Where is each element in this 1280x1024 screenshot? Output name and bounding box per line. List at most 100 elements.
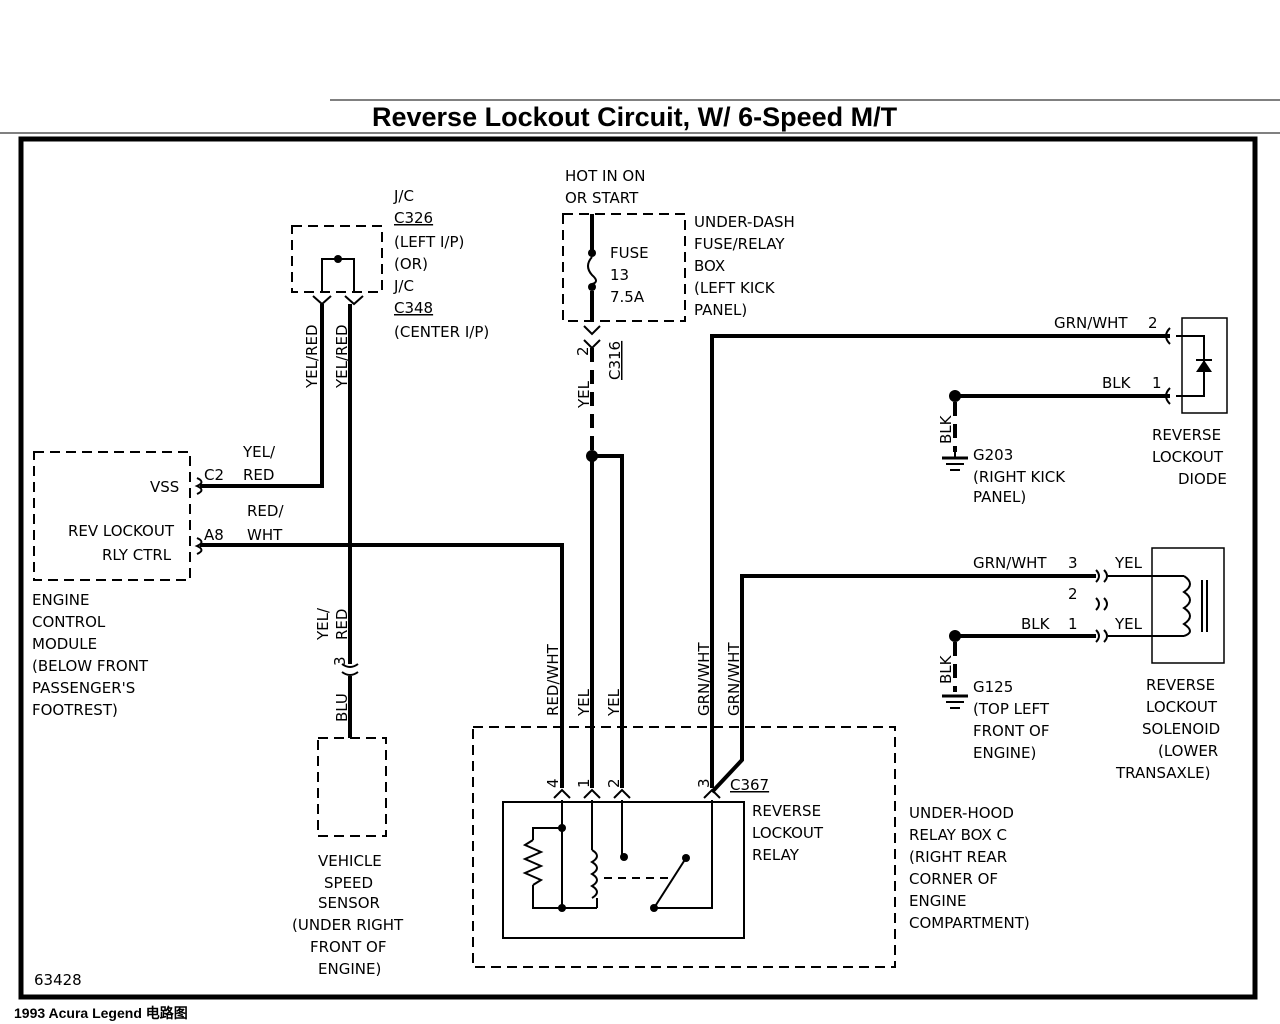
jc-pin-right bbox=[344, 295, 364, 306]
wire-yel-to-pin2 bbox=[592, 454, 624, 788]
underdash-name-1: UNDER-DASH bbox=[694, 213, 795, 231]
jc-label-4: J/C bbox=[393, 277, 414, 295]
jc-conn-c348: C348 bbox=[394, 299, 433, 317]
solenoid-pin-3: 3 bbox=[1068, 554, 1078, 572]
vss-connector-pin: 3 bbox=[331, 656, 349, 666]
diode-symbol-icon bbox=[1196, 360, 1212, 372]
diode-box bbox=[1181, 317, 1228, 414]
underhood-name-4: CORNER OF bbox=[909, 870, 998, 888]
wire-label-yel-slash-2: YEL/ bbox=[314, 607, 332, 641]
solenoid-pin-1: 1 bbox=[1068, 615, 1078, 633]
wire-label-grn-wht-2: GRN/WHT bbox=[725, 642, 743, 716]
wire-label-red-2: RED bbox=[333, 609, 351, 640]
relay-name-3: RELAY bbox=[752, 846, 800, 864]
relay-contact-no bbox=[620, 853, 628, 861]
wire-label-yel-red-1: YEL/RED bbox=[303, 324, 321, 389]
relay-pin-2: 2 bbox=[605, 778, 623, 788]
wire-label-red-slash: RED/ bbox=[247, 502, 284, 520]
g203-name-1: G203 bbox=[973, 446, 1013, 464]
ecm-box bbox=[33, 451, 191, 581]
underhood-name-5: ENGINE bbox=[909, 892, 966, 910]
underhood-name-6: COMPARTMENT) bbox=[909, 914, 1030, 932]
fuse-box bbox=[562, 213, 686, 322]
diode-pin-2: 2 bbox=[1148, 314, 1158, 332]
ecm-rev-lockout-2: RLY CTRL bbox=[102, 546, 172, 564]
relay-terminal-3 bbox=[703, 788, 721, 799]
wire-grn-wht-to-solenoid bbox=[710, 574, 1096, 794]
vss-name-1: VEHICLE bbox=[318, 852, 382, 870]
relay-name-1: REVERSE bbox=[752, 802, 821, 820]
relay-pin-4: 4 bbox=[544, 778, 562, 788]
wire-yel-red-to-vss bbox=[200, 304, 324, 488]
g125-name-2: (TOP LEFT bbox=[973, 700, 1050, 718]
relay-conn-c367: C367 bbox=[730, 776, 769, 794]
relay-terminal-2 bbox=[613, 788, 631, 799]
solenoid-name-3: SOLENOID bbox=[1142, 720, 1220, 738]
underhood-name-1: UNDER-HOOD bbox=[909, 804, 1014, 822]
solenoid-terminal-1 bbox=[1095, 629, 1108, 643]
diagram-title: Reverse Lockout Circuit, W/ 6-Speed M/T bbox=[372, 102, 898, 132]
ecm-pin-a8: A8 bbox=[204, 526, 224, 544]
diode-wire-label: GRN/WHT bbox=[1054, 314, 1128, 332]
wire-label-yel-2: YEL bbox=[575, 688, 593, 717]
g125-blk-label: BLK bbox=[937, 654, 955, 684]
jc-bus bbox=[321, 258, 355, 292]
ecm-rev-lockout-1: REV LOCKOUT bbox=[68, 522, 175, 540]
c316-conn: C316 bbox=[606, 341, 624, 380]
jc-label-5: (CENTER I/P) bbox=[394, 323, 489, 341]
g125-name-4: ENGINE) bbox=[973, 744, 1036, 762]
jc-label-1: J/C bbox=[393, 187, 414, 205]
hot-label-2: OR START bbox=[565, 189, 639, 207]
wire-label-yel-red-2: YEL/RED bbox=[333, 324, 351, 389]
g125-name-3: FRONT OF bbox=[973, 722, 1049, 740]
diode-name-2: LOCKOUT bbox=[1152, 448, 1224, 466]
wire-label-red: RED bbox=[243, 466, 274, 484]
ecm-pin-c2-terminal bbox=[194, 477, 203, 495]
wire-label-yel-slash: YEL/ bbox=[242, 443, 276, 461]
fuse-element bbox=[587, 256, 597, 285]
diode-name-3: DIODE bbox=[1178, 470, 1227, 488]
wire-label-blu: BLU bbox=[333, 693, 351, 722]
underdash-name-2: FUSE/RELAY bbox=[694, 235, 785, 253]
diode-terminal-2 bbox=[1165, 327, 1171, 345]
jc-conn-c326: C326 bbox=[394, 209, 433, 227]
c316-terminal-top bbox=[583, 325, 601, 336]
solenoid-yel-2: YEL bbox=[1114, 615, 1143, 633]
solenoid-terminal-3 bbox=[1095, 569, 1108, 583]
vss-name-4: (UNDER RIGHT bbox=[292, 916, 404, 934]
diagram-frame bbox=[18, 136, 1258, 1000]
vss-name-5: FRONT OF bbox=[310, 938, 386, 956]
fuse-amps: 7.5A bbox=[610, 288, 645, 306]
underhood-relay-box bbox=[472, 726, 896, 968]
jc-label-3: (OR) bbox=[394, 255, 428, 273]
jc-pin-left bbox=[312, 295, 332, 306]
wire-red-wht-to-relay bbox=[200, 543, 564, 788]
solenoid-name-4: (LOWER bbox=[1158, 742, 1218, 760]
junction-connector-box bbox=[291, 225, 383, 293]
relay-box bbox=[502, 801, 745, 939]
vss-name-2: SPEED bbox=[324, 874, 373, 892]
wire-label-yel-3: YEL bbox=[605, 688, 623, 717]
solenoid-terminal-2 bbox=[1095, 597, 1108, 611]
ecm-pin-a8-terminal bbox=[194, 537, 203, 555]
wire-label-wht: WHT bbox=[247, 526, 283, 544]
fuse-number: 13 bbox=[610, 266, 629, 284]
relay-terminal-1 bbox=[583, 788, 601, 799]
g203-name-3: PANEL) bbox=[973, 488, 1026, 506]
c316-pin: 2 bbox=[574, 346, 592, 356]
vss-name-3: SENSOR bbox=[318, 894, 380, 912]
ecm-name-6: FOOTREST) bbox=[32, 701, 118, 719]
wire-label-yel-1: YEL bbox=[575, 380, 593, 409]
underdash-name-3: BOX bbox=[694, 257, 725, 275]
solenoid-name-2: LOCKOUT bbox=[1146, 698, 1218, 716]
underdash-name-5: PANEL) bbox=[694, 301, 747, 319]
figure-id: 63428 bbox=[34, 971, 82, 989]
ecm-name-3: MODULE bbox=[32, 635, 97, 653]
fuse-label: FUSE bbox=[610, 244, 649, 262]
underdash-name-4: (LEFT KICK bbox=[694, 279, 776, 297]
ecm-name-1: ENGINE bbox=[32, 591, 89, 609]
solenoid-yel-1: YEL bbox=[1114, 554, 1143, 572]
wire-label-grn-wht-1: GRN/WHT bbox=[695, 642, 713, 716]
jc-label-2: (LEFT I/P) bbox=[394, 233, 464, 251]
